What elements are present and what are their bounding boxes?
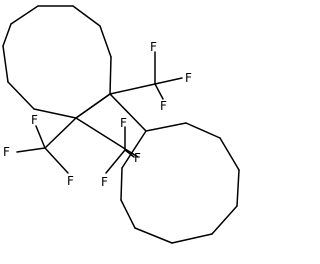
bridge-bonds bbox=[75, 93, 147, 158]
bond bbox=[211, 205, 238, 235]
bond bbox=[33, 108, 77, 119]
fluorine-atom-label: F bbox=[67, 174, 74, 188]
bond bbox=[154, 83, 164, 100]
bond bbox=[171, 233, 213, 244]
bond bbox=[35, 125, 46, 149]
fluorine-atom-label: F bbox=[134, 151, 141, 165]
structure-canvas: F F F F F F F F F bbox=[2, 5, 240, 244]
cf3-group-upper-right: F F F bbox=[109, 40, 192, 113]
bond bbox=[219, 137, 240, 171]
bond bbox=[134, 227, 173, 244]
bond bbox=[105, 149, 126, 174]
bond bbox=[99, 25, 112, 58]
bond bbox=[109, 56, 112, 95]
cf3-group-center: F F F bbox=[101, 116, 141, 189]
bond bbox=[109, 83, 156, 95]
bond bbox=[16, 147, 46, 153]
fluorine-atom-label: F bbox=[101, 175, 108, 189]
bond bbox=[75, 93, 111, 119]
bond bbox=[44, 117, 77, 149]
bond bbox=[75, 117, 139, 158]
bond bbox=[10, 5, 39, 25]
bond bbox=[109, 93, 147, 132]
fluorine-atom-label: F bbox=[160, 99, 167, 113]
fluorine-atom-label: F bbox=[31, 113, 38, 127]
bond bbox=[44, 147, 69, 174]
fluorine-atom-label: F bbox=[185, 71, 192, 85]
bond bbox=[154, 77, 183, 85]
fluorine-atom-label: F bbox=[3, 145, 10, 159]
lower-cyclononane-ring bbox=[120, 122, 240, 244]
bond bbox=[121, 130, 147, 169]
bond bbox=[120, 167, 123, 201]
bond bbox=[145, 122, 187, 132]
cf3-group-lower-left: F F F bbox=[3, 113, 77, 188]
bond bbox=[7, 81, 35, 110]
bond bbox=[2, 45, 9, 83]
fluorine-atom-label: F bbox=[120, 116, 127, 130]
fluorine-atom-label: F bbox=[150, 40, 157, 54]
bond bbox=[185, 122, 221, 139]
bond bbox=[120, 199, 136, 229]
bond bbox=[236, 169, 240, 207]
bond bbox=[72, 5, 101, 27]
bond bbox=[124, 149, 135, 158]
bond bbox=[2, 23, 12, 47]
upper-cyclononane-ring bbox=[2, 5, 112, 119]
molecule-diagram: F F F F F F F F F bbox=[2, 5, 240, 244]
